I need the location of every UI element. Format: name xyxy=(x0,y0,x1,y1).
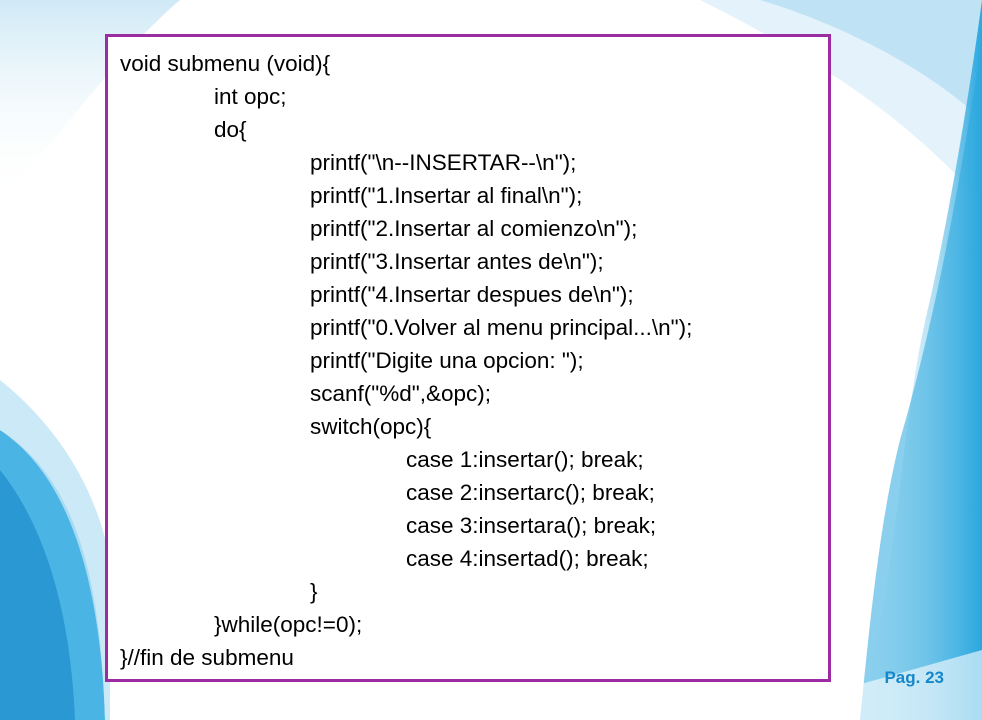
code-line: printf("3.Insertar antes de\n"); xyxy=(310,249,604,274)
code-line: printf("\n--INSERTAR--\n"); xyxy=(310,150,577,175)
code-line: printf("1.Insertar al final\n"); xyxy=(310,183,583,208)
code-listing-box: void submenu (void){ int opc; do{ printf… xyxy=(105,34,831,682)
code-line: printf("2.Insertar al comienzo\n"); xyxy=(310,216,638,241)
code-line: int opc; xyxy=(214,84,287,109)
code-line: printf("Digite una opcion: "); xyxy=(310,348,584,373)
code-lines: void submenu (void){ int opc; do{ printf… xyxy=(120,47,692,674)
code-line: case 2:insertarc(); break; xyxy=(406,480,655,505)
code-line: }while(opc!=0); xyxy=(214,612,363,637)
code-line: printf("4.Insertar despues de\n"); xyxy=(310,282,634,307)
code-line: case 1:insertar(); break; xyxy=(406,447,644,472)
code-line: case 3:insertara(); break; xyxy=(406,513,657,538)
code-line: scanf("%d",&opc); xyxy=(310,381,492,406)
code-line: printf("0.Volver al menu principal...\n"… xyxy=(310,315,693,340)
code-line: void submenu (void){ xyxy=(120,51,331,76)
code-line: do{ xyxy=(214,117,247,142)
code-line: case 4:insertad(); break; xyxy=(406,546,649,571)
page-number: Pag. 23 xyxy=(884,668,944,687)
code-line: } xyxy=(310,579,318,604)
code-line: }//fin de submenu xyxy=(120,645,294,670)
code-line: switch(opc){ xyxy=(310,414,432,439)
